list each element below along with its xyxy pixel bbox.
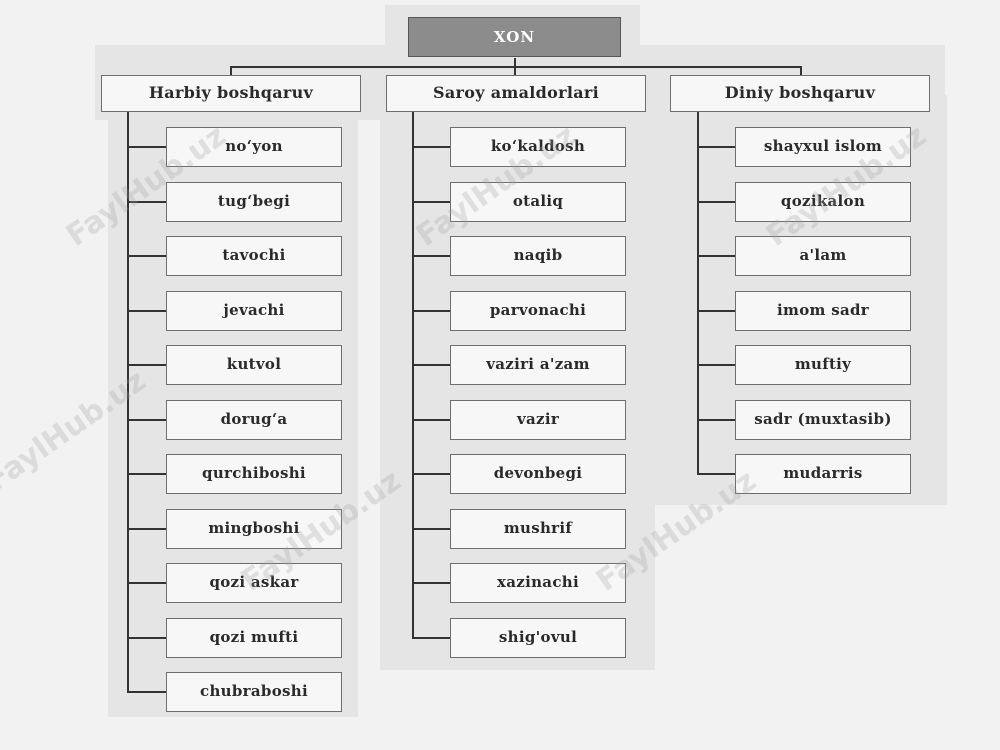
branch-connector (412, 201, 450, 203)
col3-item: muftiy (735, 345, 911, 385)
branch-connector (697, 255, 735, 257)
col2-item: parvonachi (450, 291, 626, 331)
connector-top-horizontal (230, 66, 802, 68)
header-saroy-amaldorlari: Saroy amaldorlari (386, 75, 646, 112)
col2-item: vaziri a'zam (450, 345, 626, 385)
col1-item: dorug‘a (166, 400, 342, 440)
col2-item: naqib (450, 236, 626, 276)
branch-connector (697, 201, 735, 203)
col3-item: shayxul islom (735, 127, 911, 167)
branch-connector (127, 473, 166, 475)
connector-header-1 (230, 66, 232, 78)
branch-connector (697, 146, 735, 148)
branch-connector (127, 255, 166, 257)
col1-item: mingboshi (166, 509, 342, 549)
branch-connector (127, 582, 166, 584)
col3-item: imom sadr (735, 291, 911, 331)
connector-header-3 (800, 66, 802, 78)
branch-connector (412, 364, 450, 366)
col1-item: no‘yon (166, 127, 342, 167)
column-3-spine (697, 110, 699, 474)
header-diniy-boshqaruv: Diniy boshqaruv (670, 75, 930, 112)
branch-connector (127, 637, 166, 639)
col3-item: mudarris (735, 454, 911, 494)
root-node-xon: XON (408, 17, 621, 57)
branch-connector (412, 419, 450, 421)
branch-connector (127, 310, 166, 312)
branch-connector (412, 582, 450, 584)
col1-item: tavochi (166, 236, 342, 276)
col3-item: sadr (muxtasib) (735, 400, 911, 440)
column-1-spine (127, 110, 129, 692)
branch-connector (127, 691, 166, 693)
branch-connector (412, 310, 450, 312)
branch-connector (697, 364, 735, 366)
col1-item: qozi askar (166, 563, 342, 603)
col1-item: qozi mufti (166, 618, 342, 658)
col1-item: jevachi (166, 291, 342, 331)
branch-connector (412, 528, 450, 530)
branch-connector (697, 419, 735, 421)
col2-item: devonbegi (450, 454, 626, 494)
col2-item: vazir (450, 400, 626, 440)
branch-connector (697, 310, 735, 312)
header-harbiy-boshqaruv: Harbiy boshqaruv (101, 75, 361, 112)
branch-connector (412, 637, 450, 639)
branch-connector (127, 201, 166, 203)
branch-connector (697, 473, 735, 475)
branch-connector (127, 146, 166, 148)
col1-item: kutvol (166, 345, 342, 385)
col3-item: qozikalon (735, 182, 911, 222)
col1-item: chubraboshi (166, 672, 342, 712)
branch-connector (127, 364, 166, 366)
branch-connector (412, 473, 450, 475)
col2-item: xazinachi (450, 563, 626, 603)
branch-connector (412, 146, 450, 148)
branch-connector (412, 255, 450, 257)
column-2-spine (412, 110, 414, 638)
connector-header-2 (514, 66, 516, 78)
col1-item: tug‘begi (166, 182, 342, 222)
branch-connector (127, 419, 166, 421)
branch-connector (127, 528, 166, 530)
col2-item: mushrif (450, 509, 626, 549)
col1-item: qurchiboshi (166, 454, 342, 494)
col2-item: shig'ovul (450, 618, 626, 658)
col2-item: otaliq (450, 182, 626, 222)
col2-item: ko‘kaldosh (450, 127, 626, 167)
col3-item: a'lam (735, 236, 911, 276)
connector-root-vertical (514, 58, 516, 68)
